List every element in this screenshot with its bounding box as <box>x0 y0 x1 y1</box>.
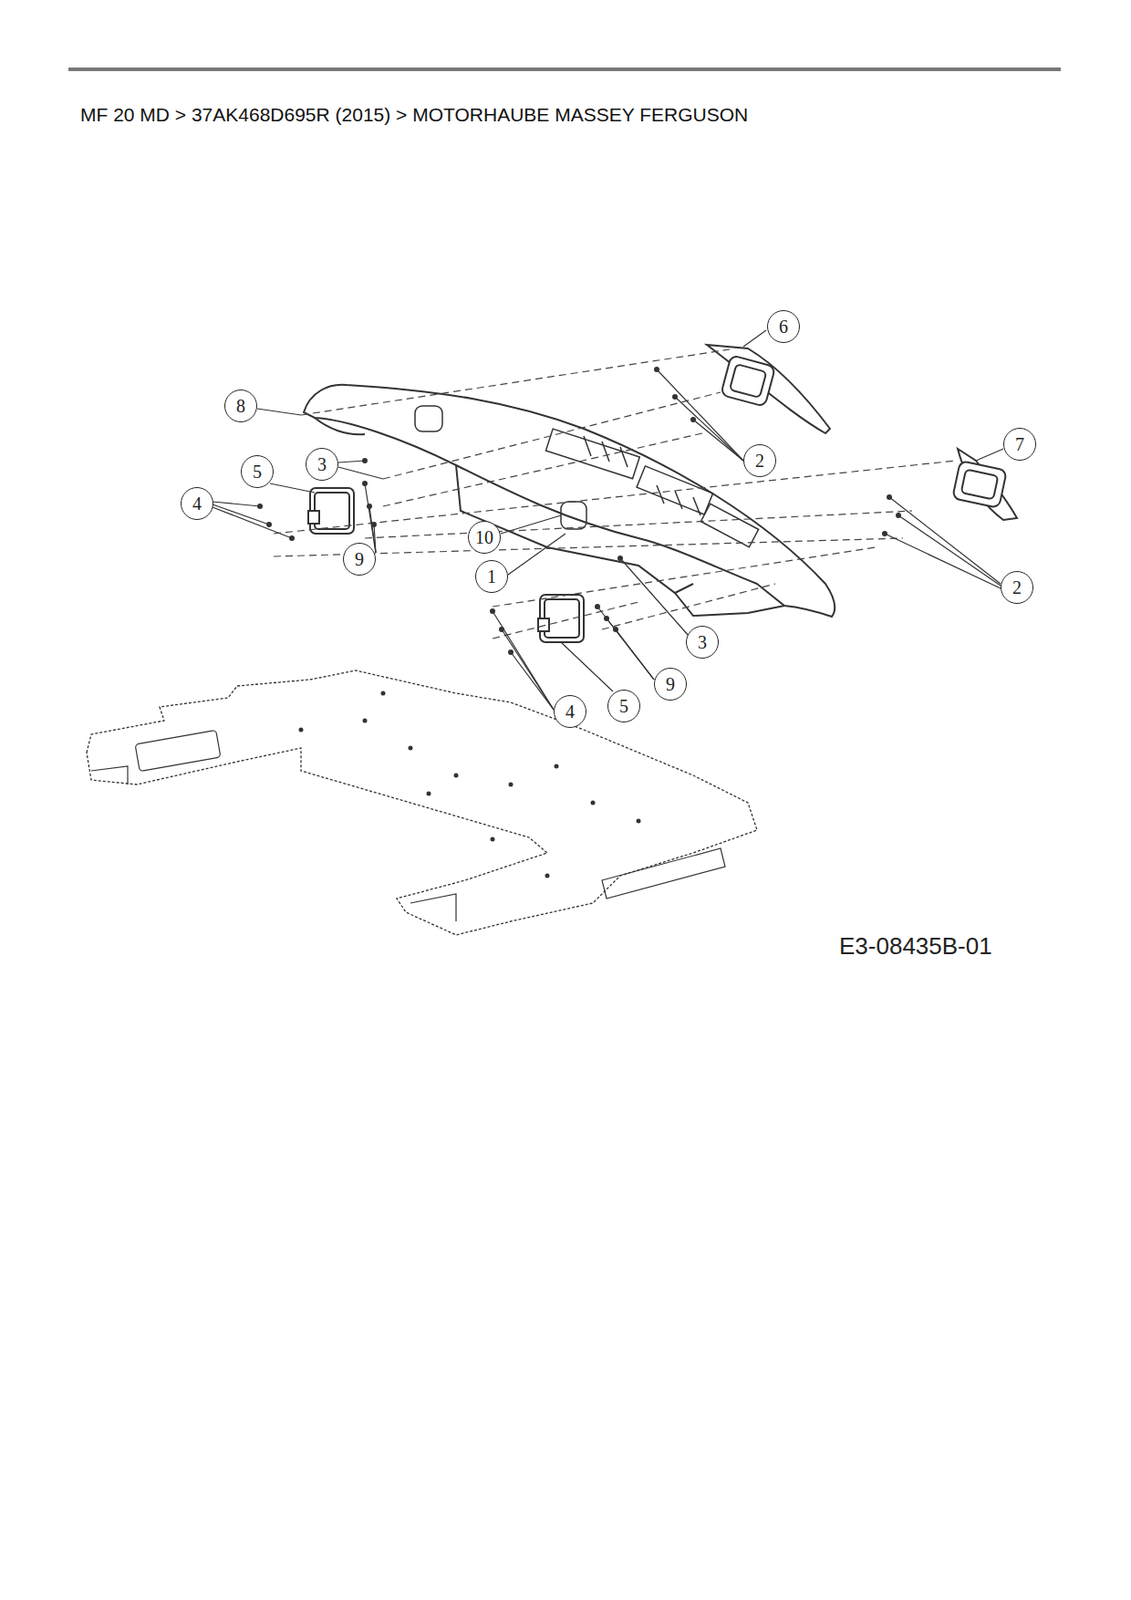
callout-number: 7 <box>1003 427 1037 461</box>
callout-number: 5 <box>240 455 274 488</box>
callout-number: 10 <box>467 520 501 554</box>
callout-number: 4 <box>553 695 587 728</box>
callout-number: 9 <box>653 667 687 701</box>
callout-number: 2 <box>1000 570 1034 604</box>
callout-number: 4 <box>180 487 214 520</box>
callout-number: 1 <box>475 560 509 593</box>
callout-number: 3 <box>685 625 719 659</box>
callout-number: 9 <box>342 542 376 576</box>
callout-number: 2 <box>743 444 777 478</box>
breadcrumb-title: MF 20 MD > 37AK468D695R (2015) > MOTORHA… <box>80 103 748 126</box>
callout-number: 5 <box>607 689 641 723</box>
callout-number: 3 <box>305 447 339 481</box>
drawing-number: E3-08435B-01 <box>839 932 993 961</box>
callout-number: 6 <box>767 310 800 343</box>
callout-number: 8 <box>224 389 258 423</box>
